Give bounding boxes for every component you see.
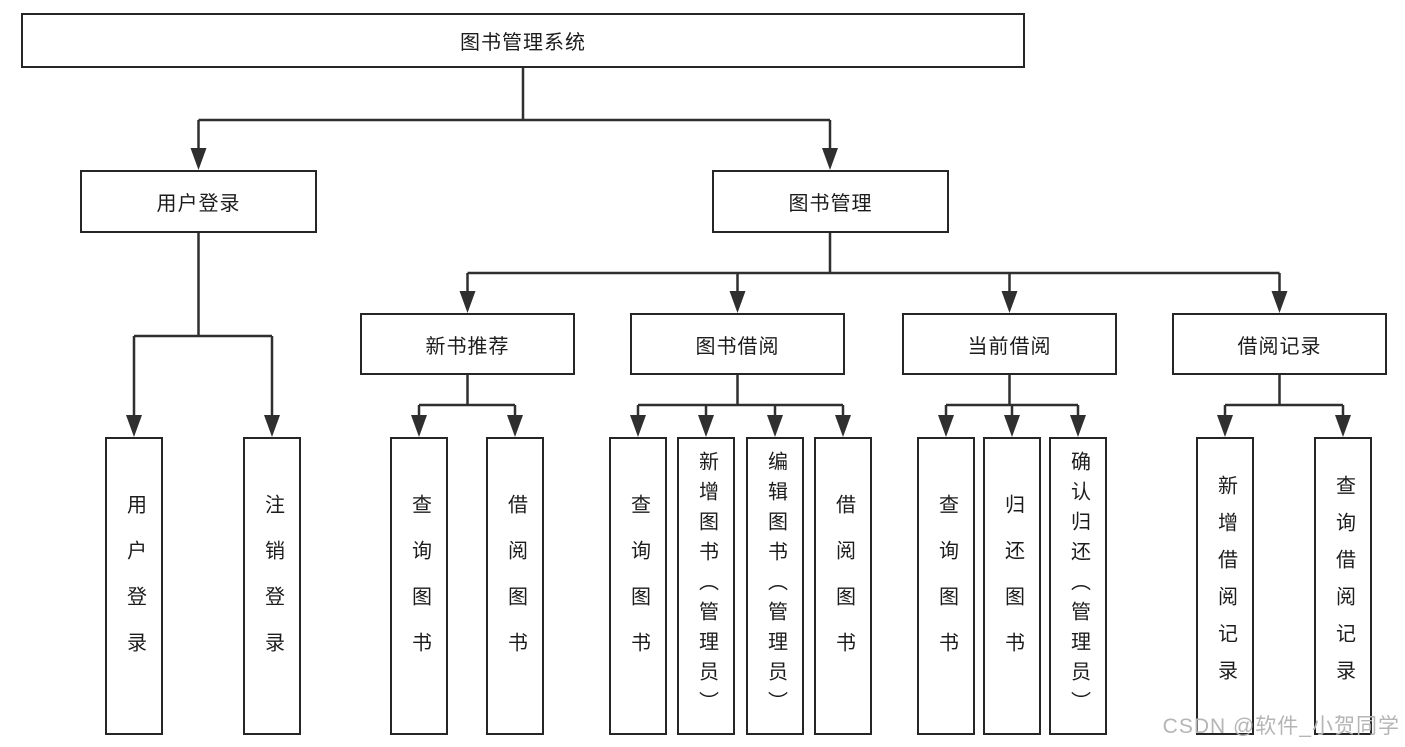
node-new-book-recommend-label: 新书推荐 <box>425 335 510 358</box>
node-root-label: 图书管理系统 <box>460 32 586 54</box>
leaf-logout-login-label: 注销登录 <box>261 494 284 678</box>
leaf-return-books-label: 归还图书 <box>1001 494 1024 678</box>
leaf-query-borrow-record-label: 查询借阅记录 <box>1332 475 1355 697</box>
leaf-borrow-books-newbooks-label: 借阅图书 <box>504 494 527 678</box>
leaf-query-books-newbooks: 查询图书 <box>390 437 448 735</box>
node-user-login-label: 用户登录 <box>156 193 241 215</box>
connector-borrowrecords-to-leaves <box>1223 375 1345 419</box>
leaf-edit-books-admin-label: 编辑图书（管理员） <box>764 451 787 721</box>
node-book-management: 图书管理 <box>712 170 949 233</box>
node-root: 图书管理系统 <box>21 13 1025 68</box>
node-book-borrow: 图书借阅 <box>630 313 845 375</box>
connector-userlogin-to-leaves <box>132 233 274 419</box>
leaf-borrow-books-newbooks: 借阅图书 <box>486 437 544 735</box>
node-borrow-records-label: 借阅记录 <box>1237 335 1322 358</box>
leaf-add-books-admin: 新增图书（管理员） <box>677 437 735 735</box>
node-book-management-label: 图书管理 <box>788 193 873 215</box>
leaf-return-books: 归还图书 <box>983 437 1041 735</box>
leaf-query-books-borrow-label: 查询图书 <box>627 494 650 678</box>
connector-bookborrow-to-leaves <box>636 375 845 419</box>
connector-bookmgmt-to-level3 <box>466 233 1281 295</box>
connector-root-to-level2 <box>197 68 832 152</box>
leaf-query-books-current-label: 查询图书 <box>935 494 958 678</box>
leaf-add-books-admin-label: 新增图书（管理员） <box>695 451 718 721</box>
leaf-borrow-books-borrow: 借阅图书 <box>814 437 872 735</box>
node-current-borrow: 当前借阅 <box>902 313 1117 375</box>
leaf-confirm-return-admin: 确认归还（管理员） <box>1049 437 1107 735</box>
leaf-query-books-newbooks-label: 查询图书 <box>408 494 431 678</box>
leaf-add-borrow-record-label: 新增借阅记录 <box>1214 475 1237 697</box>
leaf-edit-books-admin: 编辑图书（管理员） <box>746 437 804 735</box>
leaf-query-books-current: 查询图书 <box>917 437 975 735</box>
leaf-user-login: 用户登录 <box>105 437 163 735</box>
leaf-confirm-return-admin-label: 确认归还（管理员） <box>1067 451 1090 721</box>
connector-newbooks-to-leaves <box>417 375 517 419</box>
node-borrow-records: 借阅记录 <box>1172 313 1387 375</box>
leaf-query-books-borrow: 查询图书 <box>609 437 667 735</box>
csdn-watermark: CSDN @软件_小贺同学 <box>1162 715 1400 738</box>
connector-currentborrow-to-leaves <box>944 375 1080 419</box>
leaf-borrow-books-borrow-label: 借阅图书 <box>832 494 855 678</box>
node-user-login: 用户登录 <box>80 170 317 233</box>
node-new-book-recommend: 新书推荐 <box>360 313 575 375</box>
leaf-user-login-label: 用户登录 <box>123 494 146 678</box>
node-current-borrow-label: 当前借阅 <box>967 335 1052 358</box>
node-book-borrow-label: 图书借阅 <box>695 335 780 358</box>
leaf-add-borrow-record: 新增借阅记录 <box>1196 437 1254 735</box>
leaf-logout-login: 注销登录 <box>243 437 301 735</box>
leaf-query-borrow-record: 查询借阅记录 <box>1314 437 1372 735</box>
